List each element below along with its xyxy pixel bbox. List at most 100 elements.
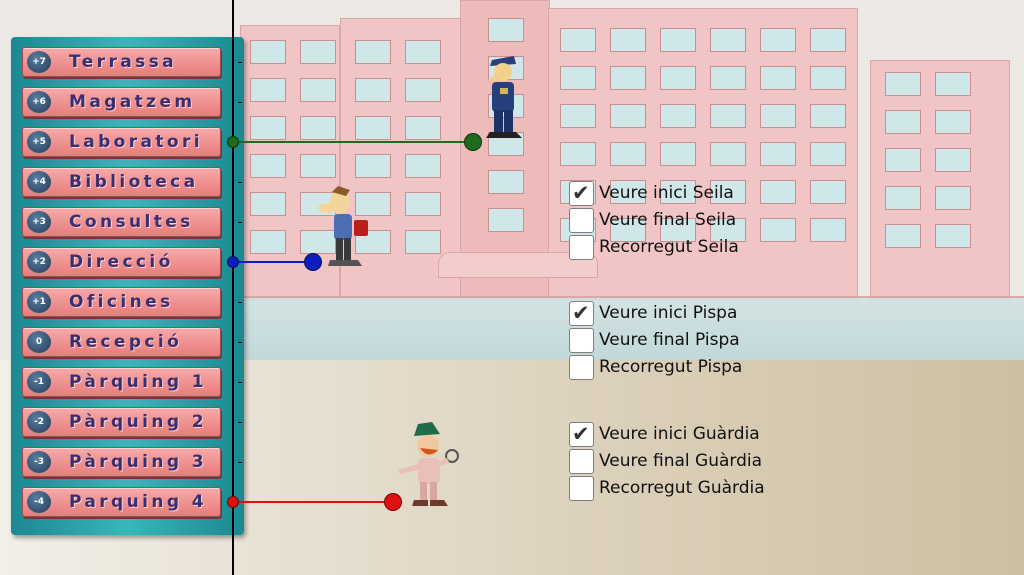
marker-start-dot-pispa[interactable]: [227, 256, 239, 268]
marker-end-dot-pispa[interactable]: [304, 253, 322, 271]
floor-number-badge: +4: [27, 171, 51, 193]
building-window: [300, 230, 336, 254]
floor-label: Consultes: [69, 212, 194, 232]
floor-label: Pàrquing 3: [69, 452, 207, 472]
floor-button-minus3[interactable]: -3 Pàrquing 3: [22, 447, 221, 477]
floor-label: Recepció: [69, 332, 183, 352]
floor-button-plus6[interactable]: +6 Magatzem: [22, 87, 221, 117]
building-window: [935, 110, 971, 134]
building-window: [405, 230, 441, 254]
checkbox-row-guàrdia-2[interactable]: Veure final Guàrdia: [569, 448, 762, 474]
floor-button-plus4[interactable]: +4 Biblioteca: [22, 167, 221, 197]
axis-tick: [238, 422, 242, 423]
checkbox-label: Veure inici Seila: [599, 183, 734, 203]
checkbox-row-pispa-3[interactable]: Recorregut Pispa: [569, 354, 742, 380]
checkbox-row-seila-1[interactable]: ✔ Veure inici Seila: [569, 180, 734, 206]
building-window: [355, 116, 391, 140]
floor-button-minus1[interactable]: -1 Pàrquing 1: [22, 367, 221, 397]
floor-number-badge: +3: [27, 211, 51, 233]
checkbox-row-seila-3[interactable]: Recorregut Seila: [569, 234, 739, 260]
checkbox-row-pispa-2[interactable]: Veure final Pispa: [569, 327, 740, 353]
floor-button-plus1[interactable]: +1 Oficines: [22, 287, 221, 317]
checkbox-label: Recorregut Guàrdia: [599, 478, 765, 498]
building-window: [935, 148, 971, 172]
axis-tick: [238, 342, 242, 343]
building-right-wing: [870, 60, 1010, 300]
checkbox-row-seila-2[interactable]: Veure final Seila: [569, 207, 736, 233]
marker-line-seila: [233, 141, 473, 143]
building-window: [250, 230, 286, 254]
checkbox[interactable]: ✔: [569, 421, 594, 447]
floor-button-0[interactable]: 0 Recepció: [22, 327, 221, 357]
building-window: [355, 192, 391, 216]
building-window: [405, 192, 441, 216]
building-window: [405, 154, 441, 178]
building-window: [810, 142, 846, 166]
marker-start-dot-guàrdia[interactable]: [227, 496, 239, 508]
marker-start-dot-seila[interactable]: [227, 136, 239, 148]
building-window: [710, 142, 746, 166]
floor-button-minus2[interactable]: -2 Pàrquing 2: [22, 407, 221, 437]
building-window: [885, 110, 921, 134]
checkbox-label: Veure inici Guàrdia: [599, 424, 760, 444]
checkbox[interactable]: [569, 475, 594, 501]
building-window: [810, 66, 846, 90]
checkbox[interactable]: [569, 207, 594, 233]
building-window: [560, 142, 596, 166]
checkbox-label: Recorregut Seila: [599, 237, 739, 257]
building-window: [760, 218, 796, 242]
floor-button-plus3[interactable]: +3 Consultes: [22, 207, 221, 237]
building-window: [355, 78, 391, 102]
building-window: [810, 104, 846, 128]
building-window: [250, 116, 286, 140]
floor-number-badge: -3: [27, 451, 51, 473]
marker-end-dot-guàrdia[interactable]: [384, 493, 402, 511]
checkbox[interactable]: ✔: [569, 300, 594, 326]
floor-number-badge: 0: [27, 331, 51, 353]
floor-label: Magatzem: [69, 92, 196, 112]
floor-number-badge: +1: [27, 291, 51, 313]
floor-label: Pàrquing 2: [69, 412, 207, 432]
building-window: [660, 66, 696, 90]
building-window: [935, 72, 971, 96]
checkbox-row-guàrdia-1[interactable]: ✔ Veure inici Guàrdia: [569, 421, 760, 447]
building-window: [250, 192, 286, 216]
check-icon: ✔: [572, 180, 590, 205]
building-window: [610, 104, 646, 128]
axis-tick: [238, 302, 242, 303]
building-window: [710, 104, 746, 128]
building-window: [610, 180, 646, 204]
floor-number-badge: -4: [27, 491, 51, 513]
checkbox[interactable]: [569, 234, 594, 260]
building-window: [760, 104, 796, 128]
marker-end-dot-seila[interactable]: [464, 133, 482, 151]
checkbox[interactable]: [569, 448, 594, 474]
floor-button-minus4[interactable]: -4 Parquing 4: [22, 487, 221, 517]
floor-button-plus7[interactable]: +7 Terrassa: [22, 47, 221, 77]
floor-number-badge: +5: [27, 131, 51, 153]
building-window: [355, 154, 391, 178]
checkbox[interactable]: [569, 327, 594, 353]
building-window: [760, 142, 796, 166]
building-window: [300, 154, 336, 178]
axis-tick: [238, 382, 242, 383]
marker-line-pispa: [233, 261, 313, 263]
building-window: [660, 104, 696, 128]
building-window: [300, 116, 336, 140]
building-window: [810, 180, 846, 204]
building-window: [710, 66, 746, 90]
floor-number-badge: -1: [27, 371, 51, 393]
seila-character: [486, 56, 522, 138]
floor-button-plus2[interactable]: +2 Direcció: [22, 247, 221, 277]
axis-tick: [238, 462, 242, 463]
building-window: [488, 170, 524, 194]
checkbox[interactable]: [569, 354, 594, 380]
checkbox-row-guàrdia-3[interactable]: Recorregut Guàrdia: [569, 475, 765, 501]
floor-button-plus5[interactable]: +5 Laboratori: [22, 127, 221, 157]
building-window: [885, 148, 921, 172]
checkbox-row-pispa-1[interactable]: ✔ Veure inici Pispa: [569, 300, 737, 326]
building-center-right: [548, 8, 858, 300]
checkbox[interactable]: ✔: [569, 180, 594, 206]
building-window: [760, 66, 796, 90]
